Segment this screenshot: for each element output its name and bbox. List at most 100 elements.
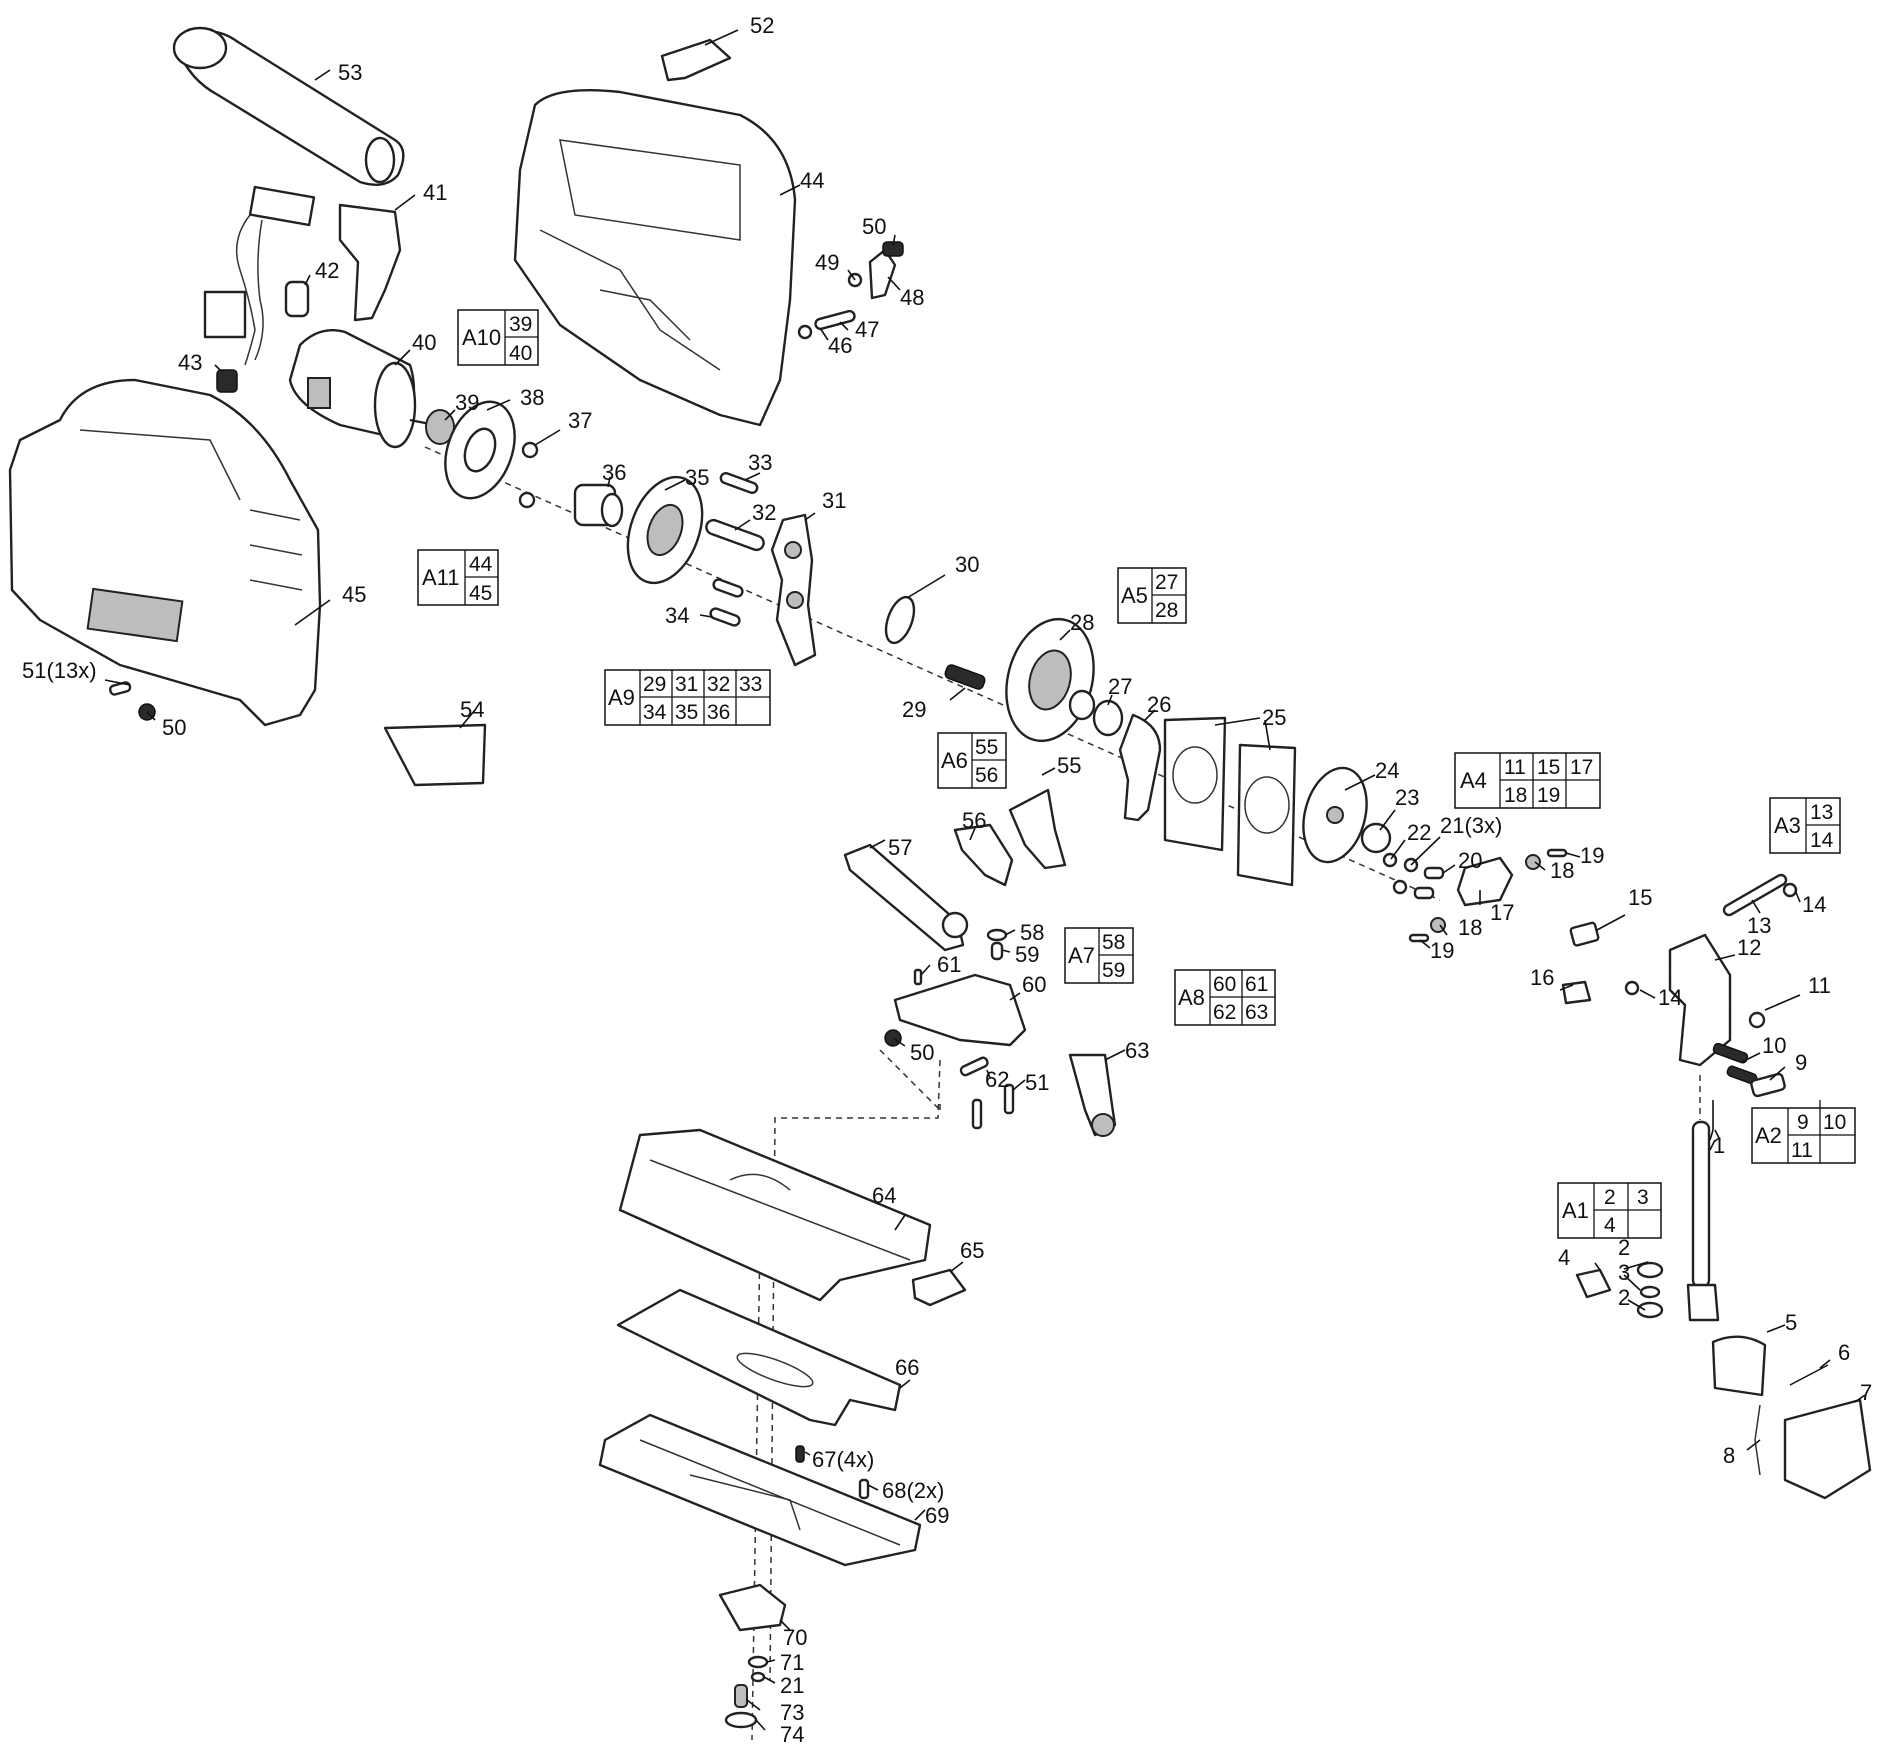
clamp-spring-cover-5-6-7-8 xyxy=(1711,1335,1872,1500)
callout-50-top: 50 xyxy=(862,214,886,239)
callout-29: 29 xyxy=(902,697,926,722)
kit-A2-part-3: 11 xyxy=(1791,1139,1813,1162)
callout-46: 46 xyxy=(828,333,852,358)
pins-32-33-34 xyxy=(705,472,765,627)
counterweight-disc xyxy=(1302,766,1368,864)
kit-table-A3: A3 13 14 xyxy=(1769,797,1841,854)
callout-26: 26 xyxy=(1147,692,1171,717)
callout-55: 55 xyxy=(1057,753,1081,778)
kit-A7-part-1: 58 xyxy=(1102,931,1125,954)
kit-A8-part-4: 63 xyxy=(1245,1001,1268,1024)
callout-14-right: 14 xyxy=(1802,892,1826,917)
callout-41: 41 xyxy=(423,180,447,205)
callout-2-lower: 2 xyxy=(1618,1285,1630,1310)
kit-table-A11: A11 44 45 xyxy=(417,549,499,606)
callout-43: 43 xyxy=(178,350,202,375)
callout-39: 39 xyxy=(455,390,479,415)
lever-bracket xyxy=(1668,933,1732,1067)
kit-A2-part-1: 9 xyxy=(1797,1111,1809,1134)
roller-holder xyxy=(1456,856,1514,907)
callout-71: 71 xyxy=(780,1650,804,1675)
callout-17: 17 xyxy=(1490,900,1514,925)
washer-part-30 xyxy=(884,595,916,645)
dust-extraction-hose xyxy=(172,26,405,186)
kit-A5-part-2: 28 xyxy=(1155,599,1178,622)
callout-58: 58 xyxy=(1020,920,1044,945)
callout-56: 56 xyxy=(962,808,986,833)
kit-table-A6: A6 55 56 xyxy=(937,732,1007,789)
bearings-part-27 xyxy=(1068,689,1124,737)
kit-id-A9: A9 xyxy=(608,685,635,710)
callout-53: 53 xyxy=(338,60,362,85)
kit-id-A3: A3 xyxy=(1774,813,1801,838)
callout-48: 48 xyxy=(900,285,924,310)
callout-19-upper: 19 xyxy=(1580,843,1604,868)
callout-35: 35 xyxy=(685,465,709,490)
bearing-part-36 xyxy=(573,483,624,528)
kit-A2-part-2: 10 xyxy=(1823,1111,1846,1134)
small-parts-20-22 xyxy=(1382,852,1445,900)
callout-2-upper: 2 xyxy=(1618,1235,1630,1260)
washer-and-pin-58-59 xyxy=(986,928,1008,961)
kit-id-A7: A7 xyxy=(1068,943,1095,968)
kit-A10-part-1: 39 xyxy=(509,313,532,336)
housing-half-left xyxy=(8,378,322,727)
switch-assembly xyxy=(203,185,402,366)
callout-11: 11 xyxy=(1808,973,1831,998)
kit-A4-part-4: 18 xyxy=(1504,784,1527,807)
kit-A9-part-4: 33 xyxy=(739,673,762,696)
rollers-pins-18-19 xyxy=(1408,848,1568,943)
callout-74: 74 xyxy=(780,1722,804,1747)
callout-5: 5 xyxy=(1785,1310,1797,1335)
shaft-part-29 xyxy=(944,664,986,690)
kit-id-A2: A2 xyxy=(1755,1123,1782,1148)
kit-A8-part-3: 62 xyxy=(1213,1001,1236,1024)
kit-A3-part-1: 13 xyxy=(1810,801,1833,824)
base-shoe-69 xyxy=(598,1413,922,1567)
base-housing-64 xyxy=(618,1128,932,1302)
callout-63: 63 xyxy=(1125,1038,1149,1063)
callout-69: 69 xyxy=(925,1503,949,1528)
motor-flange xyxy=(444,400,516,500)
kit-table-A7: A7 58 59 xyxy=(1064,927,1134,984)
callout-24: 24 xyxy=(1375,758,1399,783)
clip-part-65 xyxy=(911,1268,967,1307)
callout-8: 8 xyxy=(1723,1443,1735,1468)
clip-part xyxy=(660,38,732,82)
callout-13: 13 xyxy=(1747,913,1771,938)
callout-42: 42 xyxy=(315,258,339,283)
kit-id-A10: A10 xyxy=(462,325,501,350)
kit-id-A11: A11 xyxy=(422,565,460,590)
kit-A7-part-2: 59 xyxy=(1102,959,1125,982)
callout-65: 65 xyxy=(960,1238,984,1263)
kit-id-A4: A4 xyxy=(1460,768,1487,793)
label-part-54 xyxy=(383,723,487,787)
lever-parts-55-56 xyxy=(953,788,1067,887)
callout-67-4x: 67(4x) xyxy=(812,1447,874,1472)
kit-id-A8: A8 xyxy=(1178,985,1205,1010)
clips-15-16 xyxy=(1561,921,1600,1005)
callout-20: 20 xyxy=(1458,848,1482,873)
callout-38: 38 xyxy=(520,385,544,410)
ferrite-sleeve xyxy=(284,280,310,318)
housing-half-right xyxy=(513,89,797,427)
callout-31: 31 xyxy=(822,488,846,513)
callout-61: 61 xyxy=(937,952,961,977)
callout-32: 32 xyxy=(752,500,776,525)
kit-A9-part-6: 35 xyxy=(675,701,698,724)
callout-19-lower: 19 xyxy=(1430,938,1454,963)
callout-21-bottom: 21 xyxy=(780,1673,804,1698)
callout-16: 16 xyxy=(1530,965,1554,990)
callout-49: 49 xyxy=(815,250,839,275)
kit-table-A2: A2 9 10 11 xyxy=(1751,1100,1856,1164)
callout-15: 15 xyxy=(1628,885,1652,910)
blade-carrier-60-61 xyxy=(893,968,1027,1047)
motor xyxy=(288,328,436,449)
callout-57: 57 xyxy=(888,835,912,860)
kit-A3-part-2: 14 xyxy=(1810,829,1834,852)
callout-50-left: 50 xyxy=(162,715,186,740)
kit-A1-part-3: 4 xyxy=(1604,1214,1616,1237)
kit-A8-part-1: 60 xyxy=(1213,973,1236,996)
kit-A4-part-3: 17 xyxy=(1570,756,1593,779)
